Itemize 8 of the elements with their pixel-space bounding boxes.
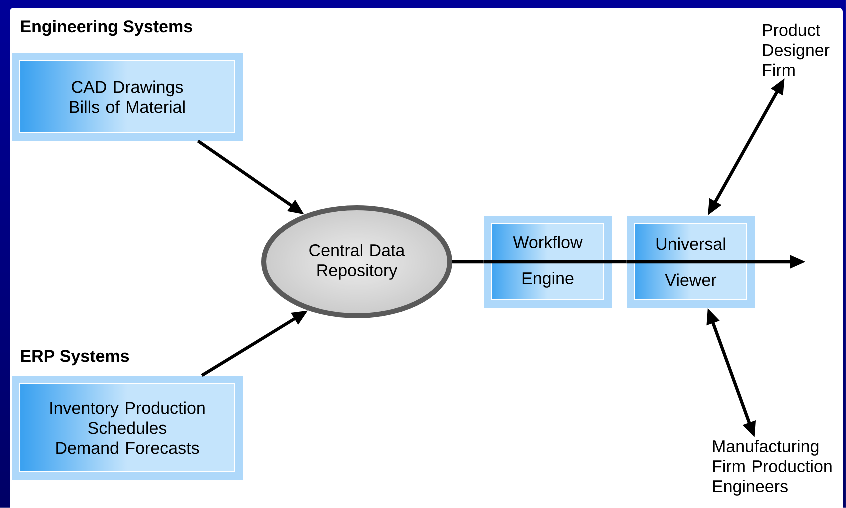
process-box: Universal Viewer [627,216,755,308]
process-box: Workflow Engine [484,216,612,308]
party-label: Product Designer Firm [763,24,830,76]
system-box: Inventory Production Schedules Demand Forecasts [12,376,243,480]
section-heading: ERP Systems [21,350,130,366]
section-heading: Engineering Systems [21,20,192,36]
system-box: CAD Drawings Bills of Material [12,53,243,141]
party-label: Manufacturing Firm Production Engineers [713,440,832,496]
